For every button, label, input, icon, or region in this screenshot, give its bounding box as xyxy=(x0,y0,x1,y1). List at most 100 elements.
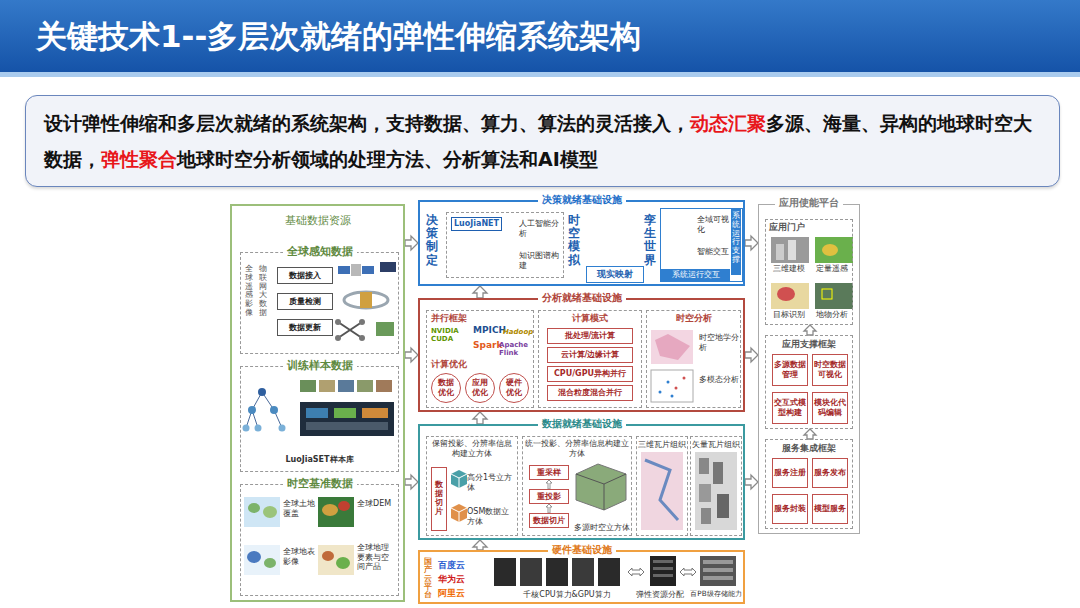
label-text: 百度云 xyxy=(438,560,465,571)
label-text: 数据更新 xyxy=(289,323,321,333)
satellite-icons-part xyxy=(344,292,388,308)
label-text: 时空模拟 xyxy=(568,214,580,267)
label-text: 数据切片 xyxy=(533,516,565,526)
label-text: 全球土地覆盖 xyxy=(283,499,315,518)
data-cubes-part xyxy=(717,494,729,518)
label-text: 物联网大数据 xyxy=(259,265,267,318)
heading-text: 应用使能平台 xyxy=(775,197,843,209)
app-images-part xyxy=(771,283,809,309)
sample-tree-part xyxy=(319,380,335,392)
group-box: 并行框架NVIDIA CUDAMPICHHadoopSparkApache Fl… xyxy=(426,310,534,408)
view-panel: 全域可视化智能交互系统运行支撑系统运行交互 xyxy=(660,208,743,282)
label-text: 时空地学分析 xyxy=(699,333,739,352)
label-text: 设计弹性伸缩和多层次就绪的系统架构，支持数据、算力、算法的灵活接入， xyxy=(44,112,690,134)
analysis-images-part xyxy=(671,395,674,398)
process-box: 混合粒度混合并行 xyxy=(547,385,633,401)
label-text: MPICH xyxy=(473,325,506,336)
satellite-icons-part xyxy=(338,322,362,338)
label-text: 全域可视化 xyxy=(697,215,731,234)
heading-text: 训练样本数据 xyxy=(283,359,357,372)
hardware-images-part xyxy=(546,558,568,586)
sample-tree-part xyxy=(270,406,278,414)
heading-text: 硬件基础设施 xyxy=(548,544,616,556)
hardware-images-part xyxy=(494,558,516,586)
data-cubes-part xyxy=(645,460,678,520)
heading-text: 决策就绪基础设施 xyxy=(538,194,626,206)
app-images-part xyxy=(815,283,853,309)
label-text: 应用优化 xyxy=(472,378,489,397)
label-text: 数据切片 xyxy=(435,481,443,516)
heading-text: 时空基准数据 xyxy=(283,477,357,490)
satellite-icons-part xyxy=(351,264,361,276)
data-panel: 基础数据资源全球感知数据全球遥感影像物联网大数据数据接入质量检测数据更新训练样本… xyxy=(230,204,405,602)
label-text: Apache Flink xyxy=(499,341,533,358)
base-data-maps-part xyxy=(322,551,334,561)
label-text: 系统运行支撑 xyxy=(731,209,741,275)
header-bar: 关键技术1--多层次就绪的弹性伸缩系统架构 xyxy=(0,0,1080,77)
label-text: 数据优化 xyxy=(438,378,455,397)
group-box: 全球感知数据全球遥感影像物联网大数据数据接入质量检测数据更新 xyxy=(240,252,399,354)
flow-arrow xyxy=(405,348,418,362)
label-text: 混合粒度混合并行 xyxy=(558,388,622,398)
hardware-images xyxy=(494,556,736,586)
group-box: 矢量瓦片组织 xyxy=(690,436,742,536)
flow-arrow xyxy=(473,412,487,424)
base-data-maps-part xyxy=(336,557,350,569)
satellite-icons-part xyxy=(338,266,350,274)
analysis-images-part xyxy=(659,391,662,394)
process-box: 数据接入 xyxy=(277,267,333,284)
label-text: 现实映射 xyxy=(597,269,633,280)
label-text: 高分1号立方体 xyxy=(467,473,515,492)
base-data-maps-part xyxy=(322,504,338,516)
label-text: 模型服务 xyxy=(814,504,846,514)
group-box: LuoJiaNET人工智能分析知识图谱构建 xyxy=(446,212,564,278)
process-box: 服务发布 xyxy=(812,458,848,488)
process-box: 服务封装 xyxy=(772,494,808,524)
data-cubes-part xyxy=(701,508,711,524)
process-box: 交互式模型构建 xyxy=(772,392,808,424)
process-box: 质量检测 xyxy=(277,293,333,310)
label-text: 全球地表影像 xyxy=(283,547,315,566)
hardware-images-part xyxy=(653,567,673,570)
label-text: 系统运行交互 xyxy=(661,269,730,281)
base-data-maps-part xyxy=(318,545,354,575)
label-text: 地物分析 xyxy=(812,310,852,320)
label-text: 全球地理要素与空间产品 xyxy=(357,543,395,572)
platform-panel: 应用使能平台应用门户三维建模定量遥感目标识别地物分析应用支撑框架多源数据管理时空… xyxy=(758,204,860,534)
label-text: 目标识别 xyxy=(768,310,810,320)
process-box: 时空数据可视化 xyxy=(812,354,848,386)
label-text: 决策制定 xyxy=(426,214,438,267)
sample-tree-part xyxy=(306,422,388,430)
process-box: 云计算/边缘计算 xyxy=(547,347,633,363)
hardware-images-part xyxy=(598,558,620,586)
app-images-part xyxy=(788,240,796,260)
satellite-icons-part xyxy=(359,319,365,325)
analysis-images-part xyxy=(651,370,693,402)
label-text: 保留投影、分辨率信息构建立方体 xyxy=(429,439,515,458)
label-text: 重投影 xyxy=(537,492,561,502)
optimization-circle: 应用优化 xyxy=(465,373,495,403)
group-box: 应用支撑框架多源数据管理时空数据可视化交互式模型构建模块化代码编辑 xyxy=(765,335,853,429)
process-box: 模块化代码编辑 xyxy=(812,392,848,424)
data-cubes-part xyxy=(451,474,467,488)
label-text: 多源数据管理 xyxy=(773,360,807,379)
cloud-group: 国产云平台百度云华为云阿里云 xyxy=(422,558,486,600)
label-text: 应用门户 xyxy=(769,222,805,232)
sample-tree-part xyxy=(362,408,388,418)
label-text: 知识图谱构建 xyxy=(519,251,561,270)
data-cubes-part xyxy=(451,470,467,488)
label-text: 模块化代码编辑 xyxy=(813,398,847,417)
sample-tree-part xyxy=(258,388,266,396)
label-text: 应用支撑框架 xyxy=(766,339,852,349)
hardware-images-part xyxy=(680,568,696,576)
satellite-icons-part xyxy=(380,262,396,272)
label-text: 国产云平台 xyxy=(424,558,432,599)
sample-tree-part xyxy=(376,380,392,392)
group-box: 计算模式批处理/流计算云计算/边缘计算CPU/GPU异构并行混合粒度混合并行 xyxy=(538,310,642,408)
label-text: 时空数据可视化 xyxy=(813,360,847,379)
satellite-icons-part xyxy=(335,335,341,341)
label-text: 计算模式 xyxy=(539,313,641,324)
group-box: 统一投影、分辨率信息构建立方体多源时空立方体重采样重投影数据切片 xyxy=(522,436,632,536)
satellite-icons xyxy=(335,262,396,341)
label-text: 定量遥感 xyxy=(812,264,852,274)
